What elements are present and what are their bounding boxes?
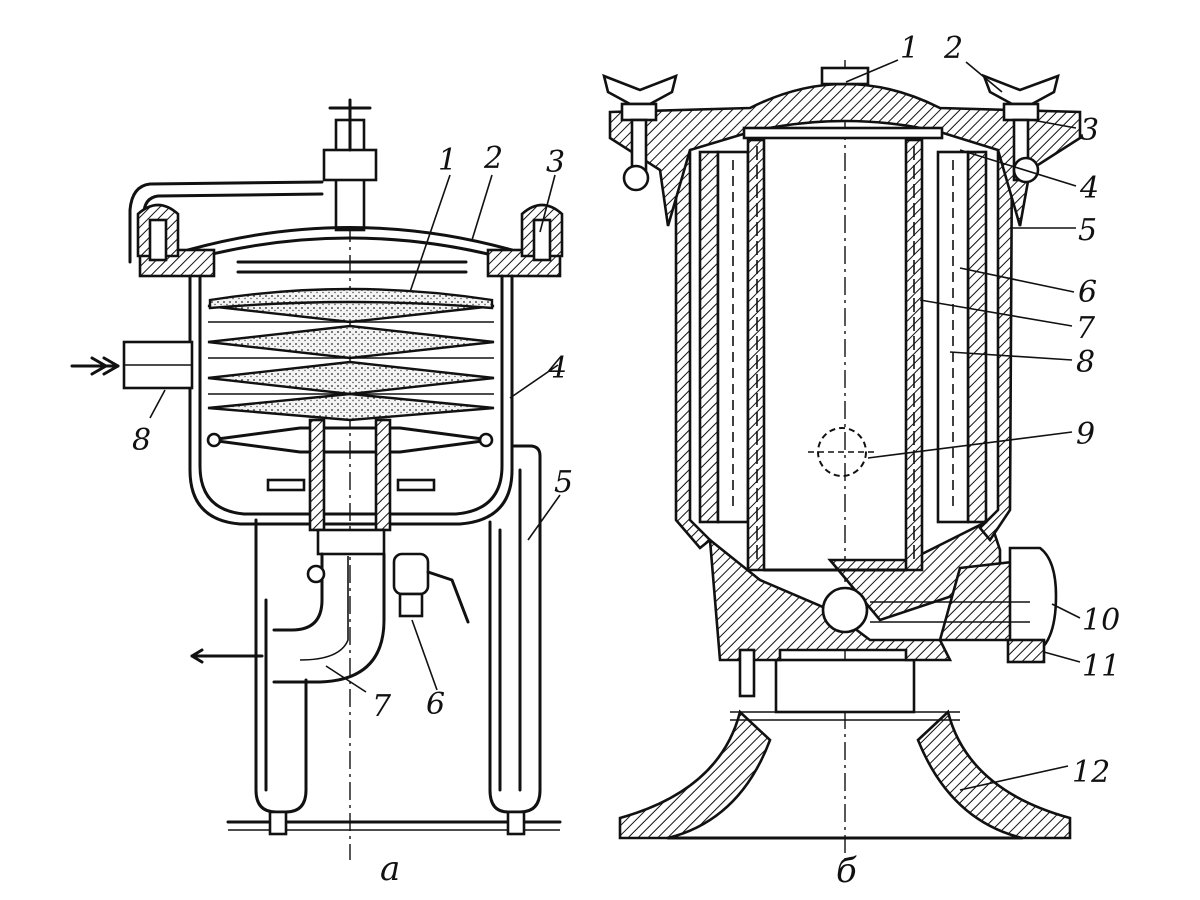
label-b-2: 2: [943, 31, 963, 66]
label-a-8: 8: [132, 423, 151, 458]
label-b-10: 10: [1082, 603, 1120, 638]
label-a-4: 4: [547, 351, 567, 386]
panel-a-labels: 1 2 3 4 5 6 7 8 а: [132, 141, 573, 889]
label-a-2: 2: [483, 141, 503, 176]
label-b-11: 11: [1082, 649, 1120, 684]
label-a-1: 1: [438, 143, 457, 178]
label-b-1: 1: [900, 31, 919, 66]
wing-nut-left: [602, 73, 678, 192]
label-a-6: 6: [426, 687, 445, 722]
caption-b: б: [836, 851, 857, 891]
panel-b-labels: 1 2 3 4 5 6 7 8 9 10 11 12 б: [836, 31, 1120, 891]
label-b-8: 8: [1076, 345, 1095, 380]
label-a-3: 3: [546, 145, 565, 180]
label-b-7: 7: [1076, 311, 1096, 346]
label-b-4: 4: [1079, 171, 1099, 206]
label-a-5: 5: [554, 465, 573, 500]
label-b-5: 5: [1078, 213, 1097, 248]
label-b-12: 12: [1072, 755, 1110, 790]
label-b-9: 9: [1076, 417, 1095, 452]
caption-a: а: [380, 849, 400, 889]
label-a-7: 7: [372, 689, 392, 724]
label-b-6: 6: [1078, 275, 1097, 310]
label-b-3: 3: [1080, 113, 1099, 148]
panel-b: [602, 60, 1082, 860]
panel-a: [70, 98, 564, 860]
